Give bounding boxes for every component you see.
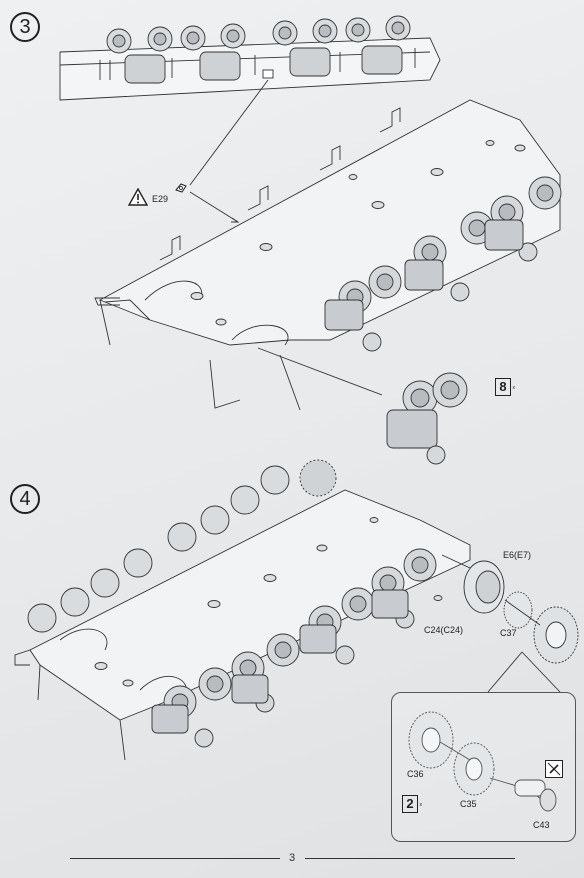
step-3-quantity: 8 x [495,378,515,396]
part-e29-icon [175,183,187,193]
part-label-e6: E6(E7) [503,550,532,560]
part-label-e29: E29 [152,194,169,204]
warning-triangle-icon [128,188,148,206]
glue-prohibited-icon [545,760,563,778]
footer-rule-right [305,858,515,859]
part-label-c35: C35 [460,799,477,809]
times-mark: x [419,802,423,808]
times-mark: x [512,385,516,391]
footer-rule-left [70,858,280,859]
page-number: 3 [288,852,296,864]
part-label-c37: C37 [500,628,517,638]
step-3-number: 3 [10,12,40,42]
step-4-number: 4 [10,484,40,514]
part-label-c43: C43 [533,820,550,830]
step-3-quantity-value: 8 [499,379,507,394]
part-label-c36: C36 [407,769,424,779]
inset-quantity-value: 2 [406,796,414,811]
inset-quantity: 2 x [402,795,422,813]
part-label-c24: C24(C24) [424,625,464,635]
